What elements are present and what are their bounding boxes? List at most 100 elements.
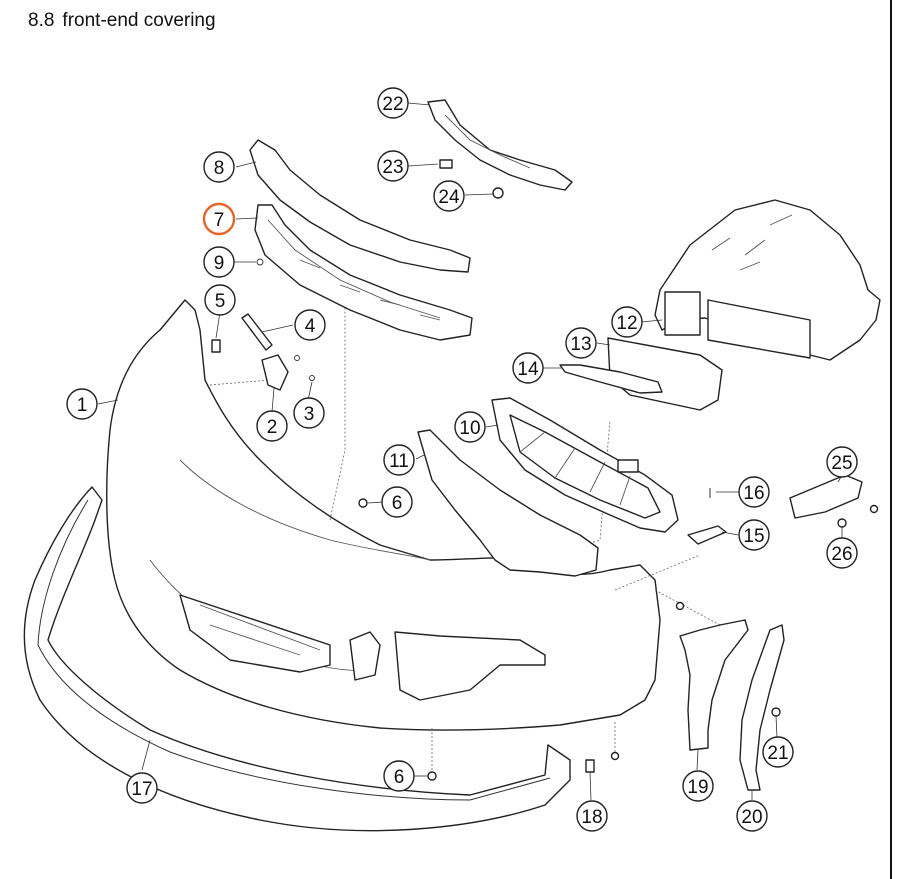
callout-19: 19: [682, 770, 714, 802]
leader-7: [235, 217, 259, 220]
callout-label: 23: [382, 157, 403, 178]
callout-circle: [377, 150, 409, 182]
callout-label: 6: [392, 493, 403, 514]
callout-label: 2: [267, 417, 278, 438]
callout-circle: [381, 486, 413, 518]
callout-4: 4: [294, 309, 326, 341]
part-16-screw: [709, 488, 740, 498]
callout-circle: [762, 736, 794, 768]
callout-12: 12: [611, 306, 643, 338]
callout-11: 11: [383, 444, 415, 476]
callout-label: 14: [517, 359, 539, 380]
callout-label: 1: [77, 395, 88, 416]
callout-6: 6: [383, 760, 415, 792]
callout-6: 6: [381, 486, 413, 518]
callout-label: 25: [831, 453, 852, 474]
callout-9: 9: [203, 246, 235, 278]
callout-circle: [294, 309, 326, 341]
part-2-mount-bracket: [261, 354, 289, 413]
part-26-nut: [837, 518, 847, 538]
callout-label: 17: [131, 779, 152, 800]
callout-circle: [203, 151, 235, 183]
callout-circle: [293, 397, 325, 429]
callout-label: 22: [382, 94, 403, 115]
callout-label: 19: [687, 777, 708, 798]
callout-circle: [202, 202, 236, 236]
callout-label: 6: [394, 767, 405, 788]
callout-label: 16: [743, 483, 764, 504]
part-9-screw: [232, 258, 264, 266]
part-7-grille-frame: [254, 204, 473, 341]
callout-circle: [682, 770, 714, 802]
callout-13: 13: [565, 327, 597, 359]
callout-label: 26: [831, 544, 852, 565]
callout-16: 16: [738, 476, 770, 508]
callout-circle: [738, 519, 770, 551]
callout-circle: [256, 410, 288, 442]
part-4-bracket-rod: [241, 313, 294, 351]
part-12-inner-carrier: [640, 199, 881, 361]
callout-circle: [565, 327, 597, 359]
callout-label: 8: [214, 158, 225, 179]
part-11-lower-grille: [415, 429, 599, 577]
leader-1: [97, 399, 119, 405]
callout-label: 10: [459, 418, 480, 439]
callout-circle: [383, 444, 415, 476]
callout-circle: [738, 476, 770, 508]
callout-label: 15: [743, 526, 764, 547]
callout-label: 12: [616, 313, 637, 334]
section-number: 8.8: [28, 10, 55, 31]
callout-1: 1: [66, 388, 98, 420]
callout-15: 15: [738, 519, 770, 551]
callout-group: 1234566789101112131415161718192021222324…: [66, 87, 858, 832]
callout-7-highlighted: 7: [202, 202, 236, 236]
part-21-screw: [771, 707, 781, 739]
callout-2: 2: [256, 410, 288, 442]
part-3-screw: [294, 355, 315, 401]
callout-24: 24: [433, 180, 465, 212]
part-18-clip: [585, 720, 620, 801]
part-17-lower-spoiler: [23, 486, 571, 832]
callout-label: 5: [215, 291, 226, 312]
part-1-bumper-cover: [106, 299, 721, 731]
callout-14: 14: [512, 352, 544, 384]
callout-3: 3: [293, 397, 325, 429]
leader-8: [235, 161, 257, 168]
part-25-side-bracket: [789, 474, 879, 519]
callout-23: 23: [377, 150, 409, 182]
callout-10: 10: [454, 411, 486, 443]
callout-label: 7: [214, 210, 225, 231]
callout-circle: [611, 306, 643, 338]
callout-26: 26: [826, 537, 858, 569]
part-14-trim-strip: [543, 364, 663, 394]
callout-label: 20: [741, 807, 762, 828]
part-20-side-strip: [739, 624, 785, 800]
part-19-side-panel: [675, 601, 749, 771]
part-8-upper-trim-strip: [249, 139, 471, 273]
part-15-small-bracket: [687, 525, 739, 545]
part-10-lower-grille-frame: [485, 397, 679, 533]
callout-circle: [433, 180, 465, 212]
callout-circle: [736, 800, 768, 832]
callout-circle: [126, 772, 158, 804]
callout-circle: [383, 760, 415, 792]
part-6-screw-lower: [414, 728, 437, 781]
part-23-clip-nut: [407, 159, 453, 169]
callout-5: 5: [204, 284, 236, 316]
callout-label: 4: [305, 316, 316, 337]
part-24-nut: [464, 187, 504, 199]
callout-circle: [576, 800, 608, 832]
callout-20: 20: [736, 800, 768, 832]
callout-label: 13: [570, 334, 591, 355]
callout-17: 17: [126, 772, 158, 804]
callout-circle: [512, 352, 544, 384]
callout-8: 8: [203, 151, 235, 183]
callout-circle: [377, 87, 409, 119]
callout-circle: [454, 411, 486, 443]
part-22-carrier-bracket: [407, 99, 573, 191]
callout-21: 21: [762, 736, 794, 768]
callout-circle: [826, 537, 858, 569]
